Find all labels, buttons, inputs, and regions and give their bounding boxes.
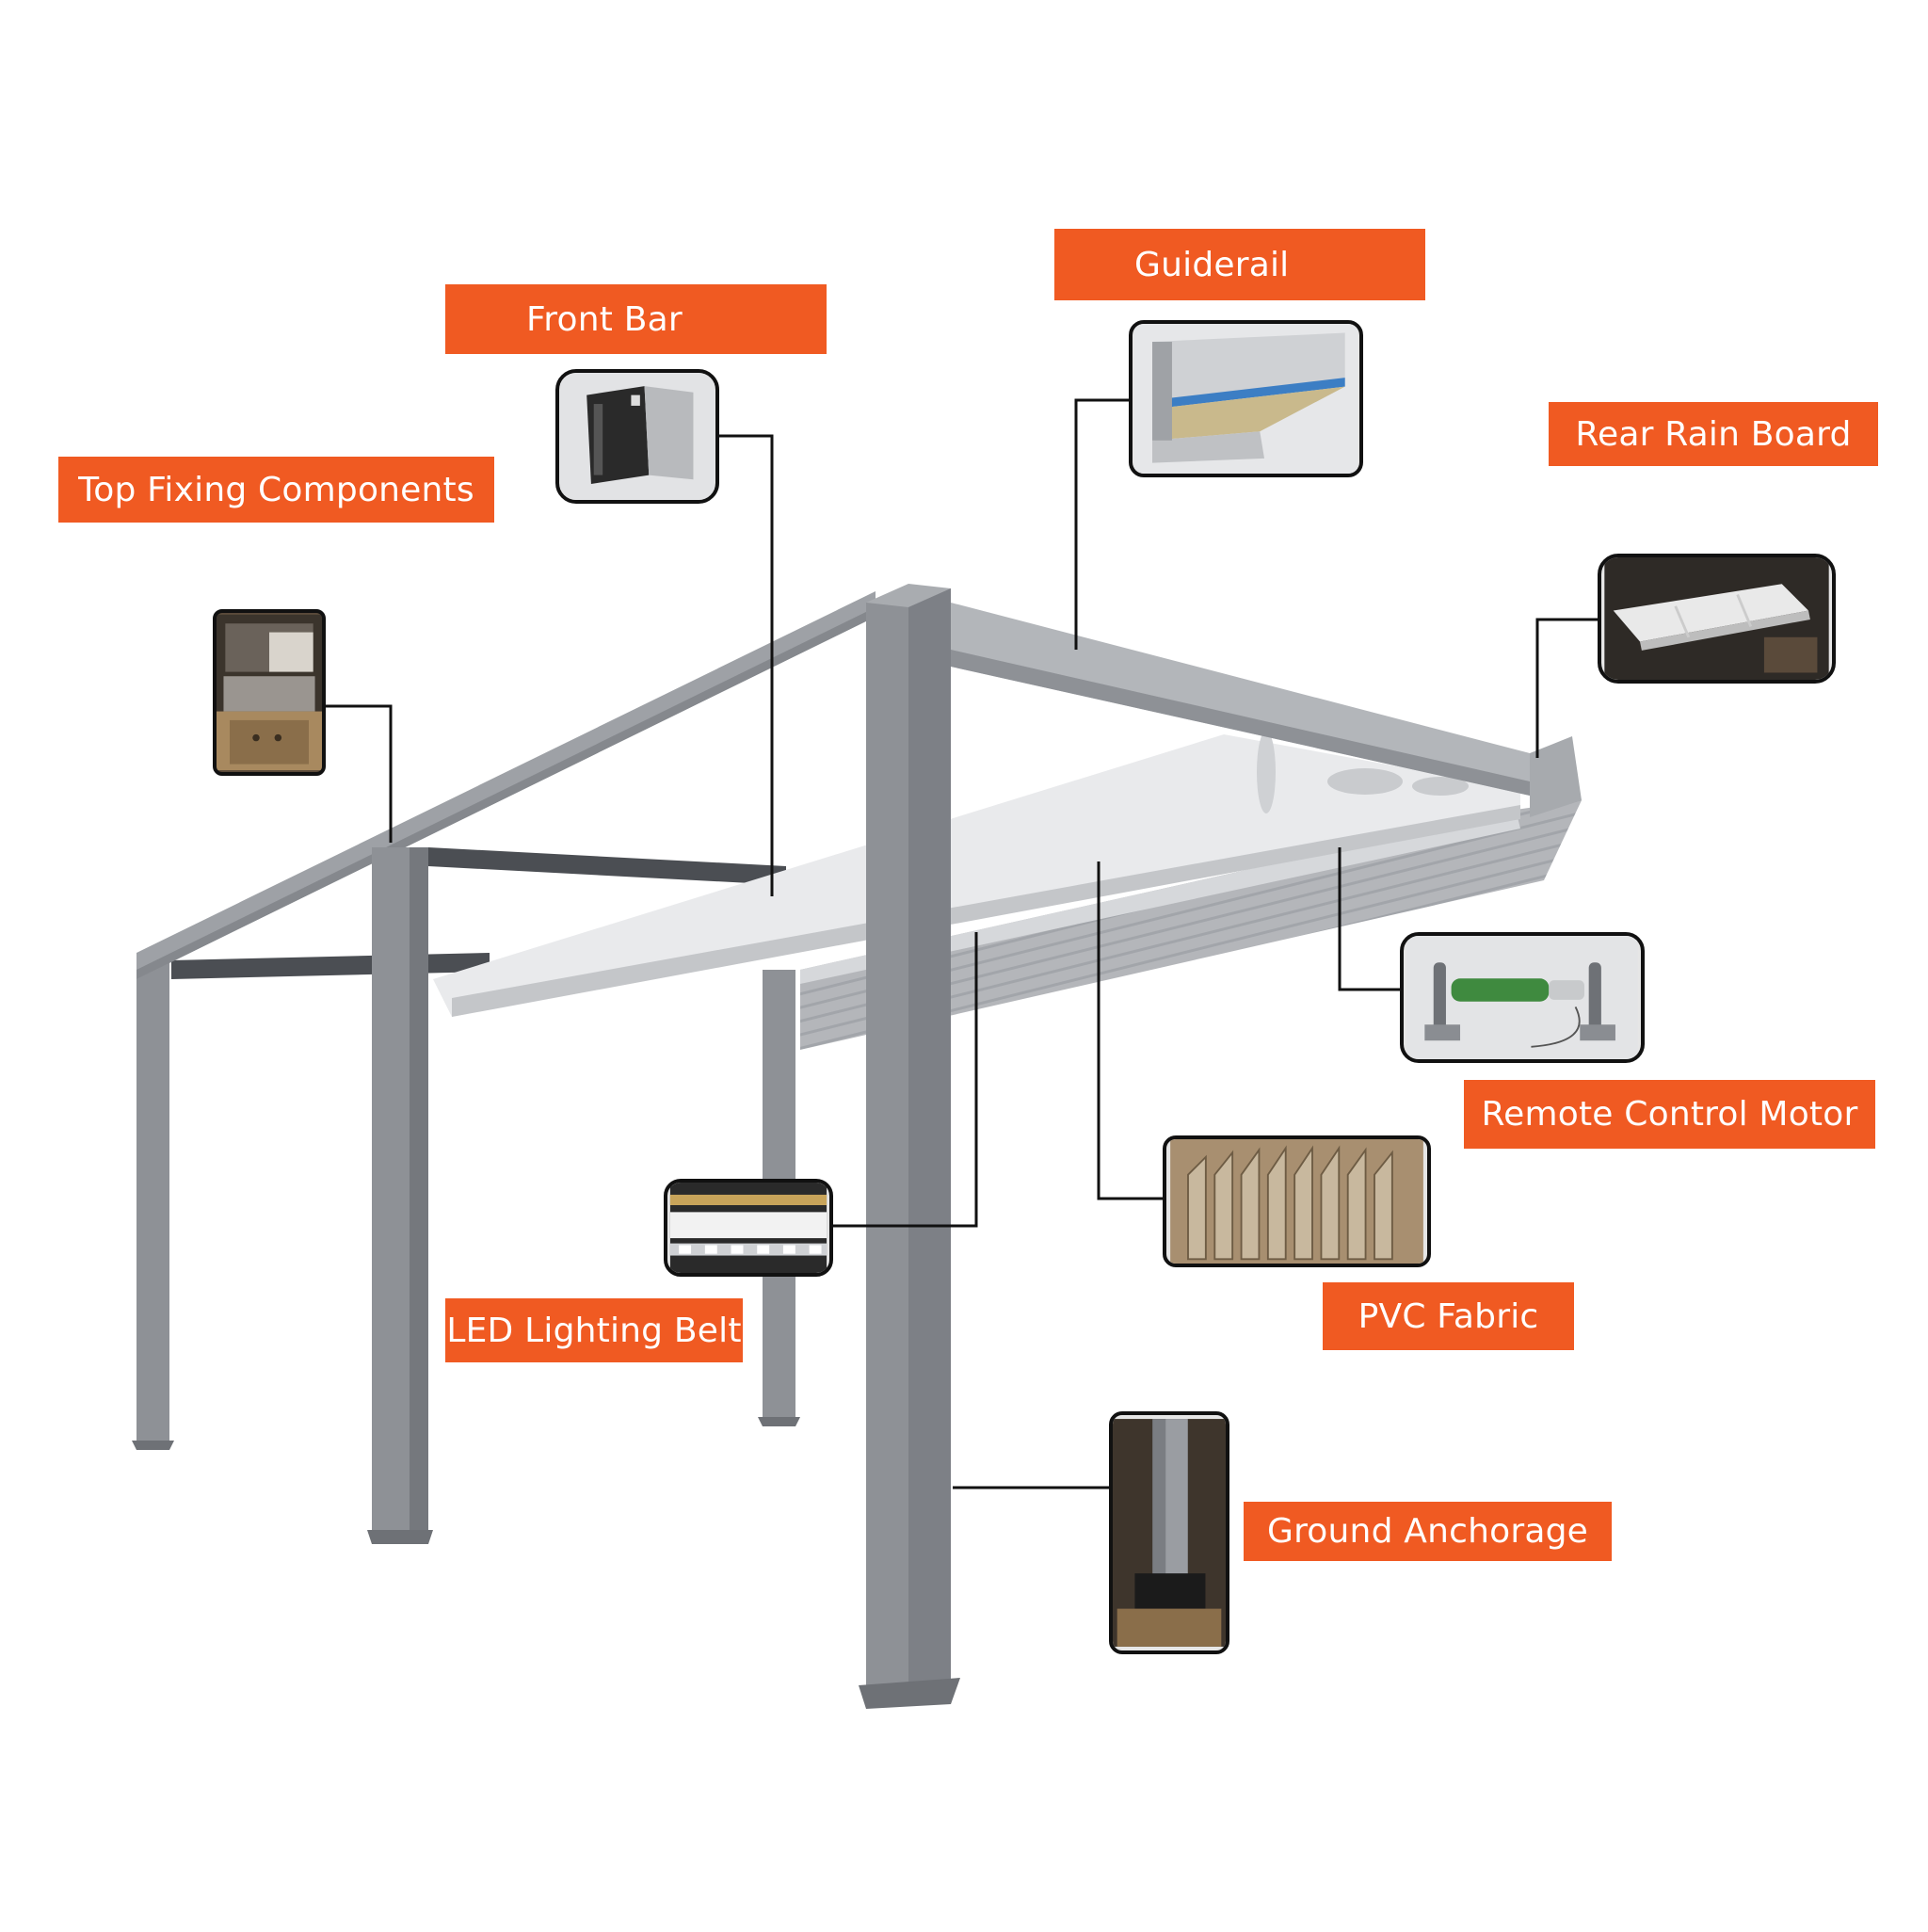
led-lighting-belt-photo — [669, 1183, 827, 1273]
cross-beam-upper — [428, 847, 786, 885]
label-pvc-fabric: PVC Fabric — [1323, 1282, 1574, 1350]
front-bar-profile-underside — [452, 805, 1520, 1017]
label-led-lighting-belt: LED Lighting Belt — [445, 1298, 743, 1362]
thumb-rear-rain-board — [1598, 554, 1836, 684]
thumb-pvc-fabric — [1163, 1135, 1431, 1267]
pillar-rear-left — [137, 956, 169, 1445]
label-remote-control-motor: Remote Control Motor — [1464, 1080, 1875, 1149]
thumb-ground-anchorage — [1109, 1411, 1229, 1654]
thumb-front-bar — [555, 369, 719, 504]
cross-beam-lower — [171, 953, 490, 979]
leader-line-rear-rain-board — [1535, 618, 1599, 758]
ground-anchorage-photo — [1113, 1419, 1226, 1647]
rear-rain-board — [1530, 736, 1582, 817]
leader-line-front-bar — [718, 434, 774, 896]
leader-line-remote-motor — [1338, 847, 1401, 991]
leader-line-led-belt — [832, 932, 978, 1228]
rear-rain-board-photo — [1604, 557, 1829, 680]
label-ground-anchorage: Ground Anchorage — [1244, 1502, 1612, 1561]
pillar-rear-left-foot — [132, 1441, 174, 1450]
thumb-led-lighting-belt — [664, 1179, 833, 1277]
leader-line-guiderail — [1074, 398, 1130, 650]
pvc-fabric-canopy — [800, 800, 1582, 1050]
motor-housing-detail — [1327, 768, 1403, 795]
front-bar-photo — [559, 373, 715, 500]
thumb-guiderail — [1129, 320, 1363, 477]
guiderail-photo — [1133, 324, 1358, 474]
pillar-front-corner-top — [866, 584, 951, 607]
label-top-fixing-components: Top Fixing Components — [58, 457, 494, 523]
top-beam-left-side — [137, 607, 876, 979]
pillar-rear-middle-foot — [758, 1417, 800, 1426]
leader-line-top-fixing — [325, 704, 393, 843]
pvc-fabric-photo — [1170, 1139, 1423, 1264]
top-fixing-components-photo — [217, 614, 322, 771]
pillar-front-corner-foot — [859, 1678, 960, 1709]
pillar-front-corner-shade — [908, 588, 951, 1704]
leader-line-pvc-fabric — [1097, 861, 1165, 1200]
leader-lines — [325, 398, 1599, 1489]
label-front-bar: Front Bar — [445, 284, 827, 354]
pillar-front-middle-foot — [367, 1530, 433, 1544]
thumb-top-fixing-components — [213, 609, 326, 776]
motor-housing-detail — [1257, 731, 1276, 813]
top-beam-right-side — [951, 650, 1530, 796]
pillar-front-middle-shade — [410, 847, 428, 1535]
label-guiderail: Guiderail — [1054, 229, 1425, 300]
thumb-remote-control-motor — [1400, 932, 1645, 1063]
label-rear-rain-board: Rear Rain Board — [1549, 402, 1878, 466]
top-beam-right — [951, 603, 1530, 796]
remote-control-motor-photo — [1406, 936, 1638, 1059]
motor-housing-detail — [1412, 777, 1469, 796]
front-bar-profile — [433, 734, 1520, 1017]
